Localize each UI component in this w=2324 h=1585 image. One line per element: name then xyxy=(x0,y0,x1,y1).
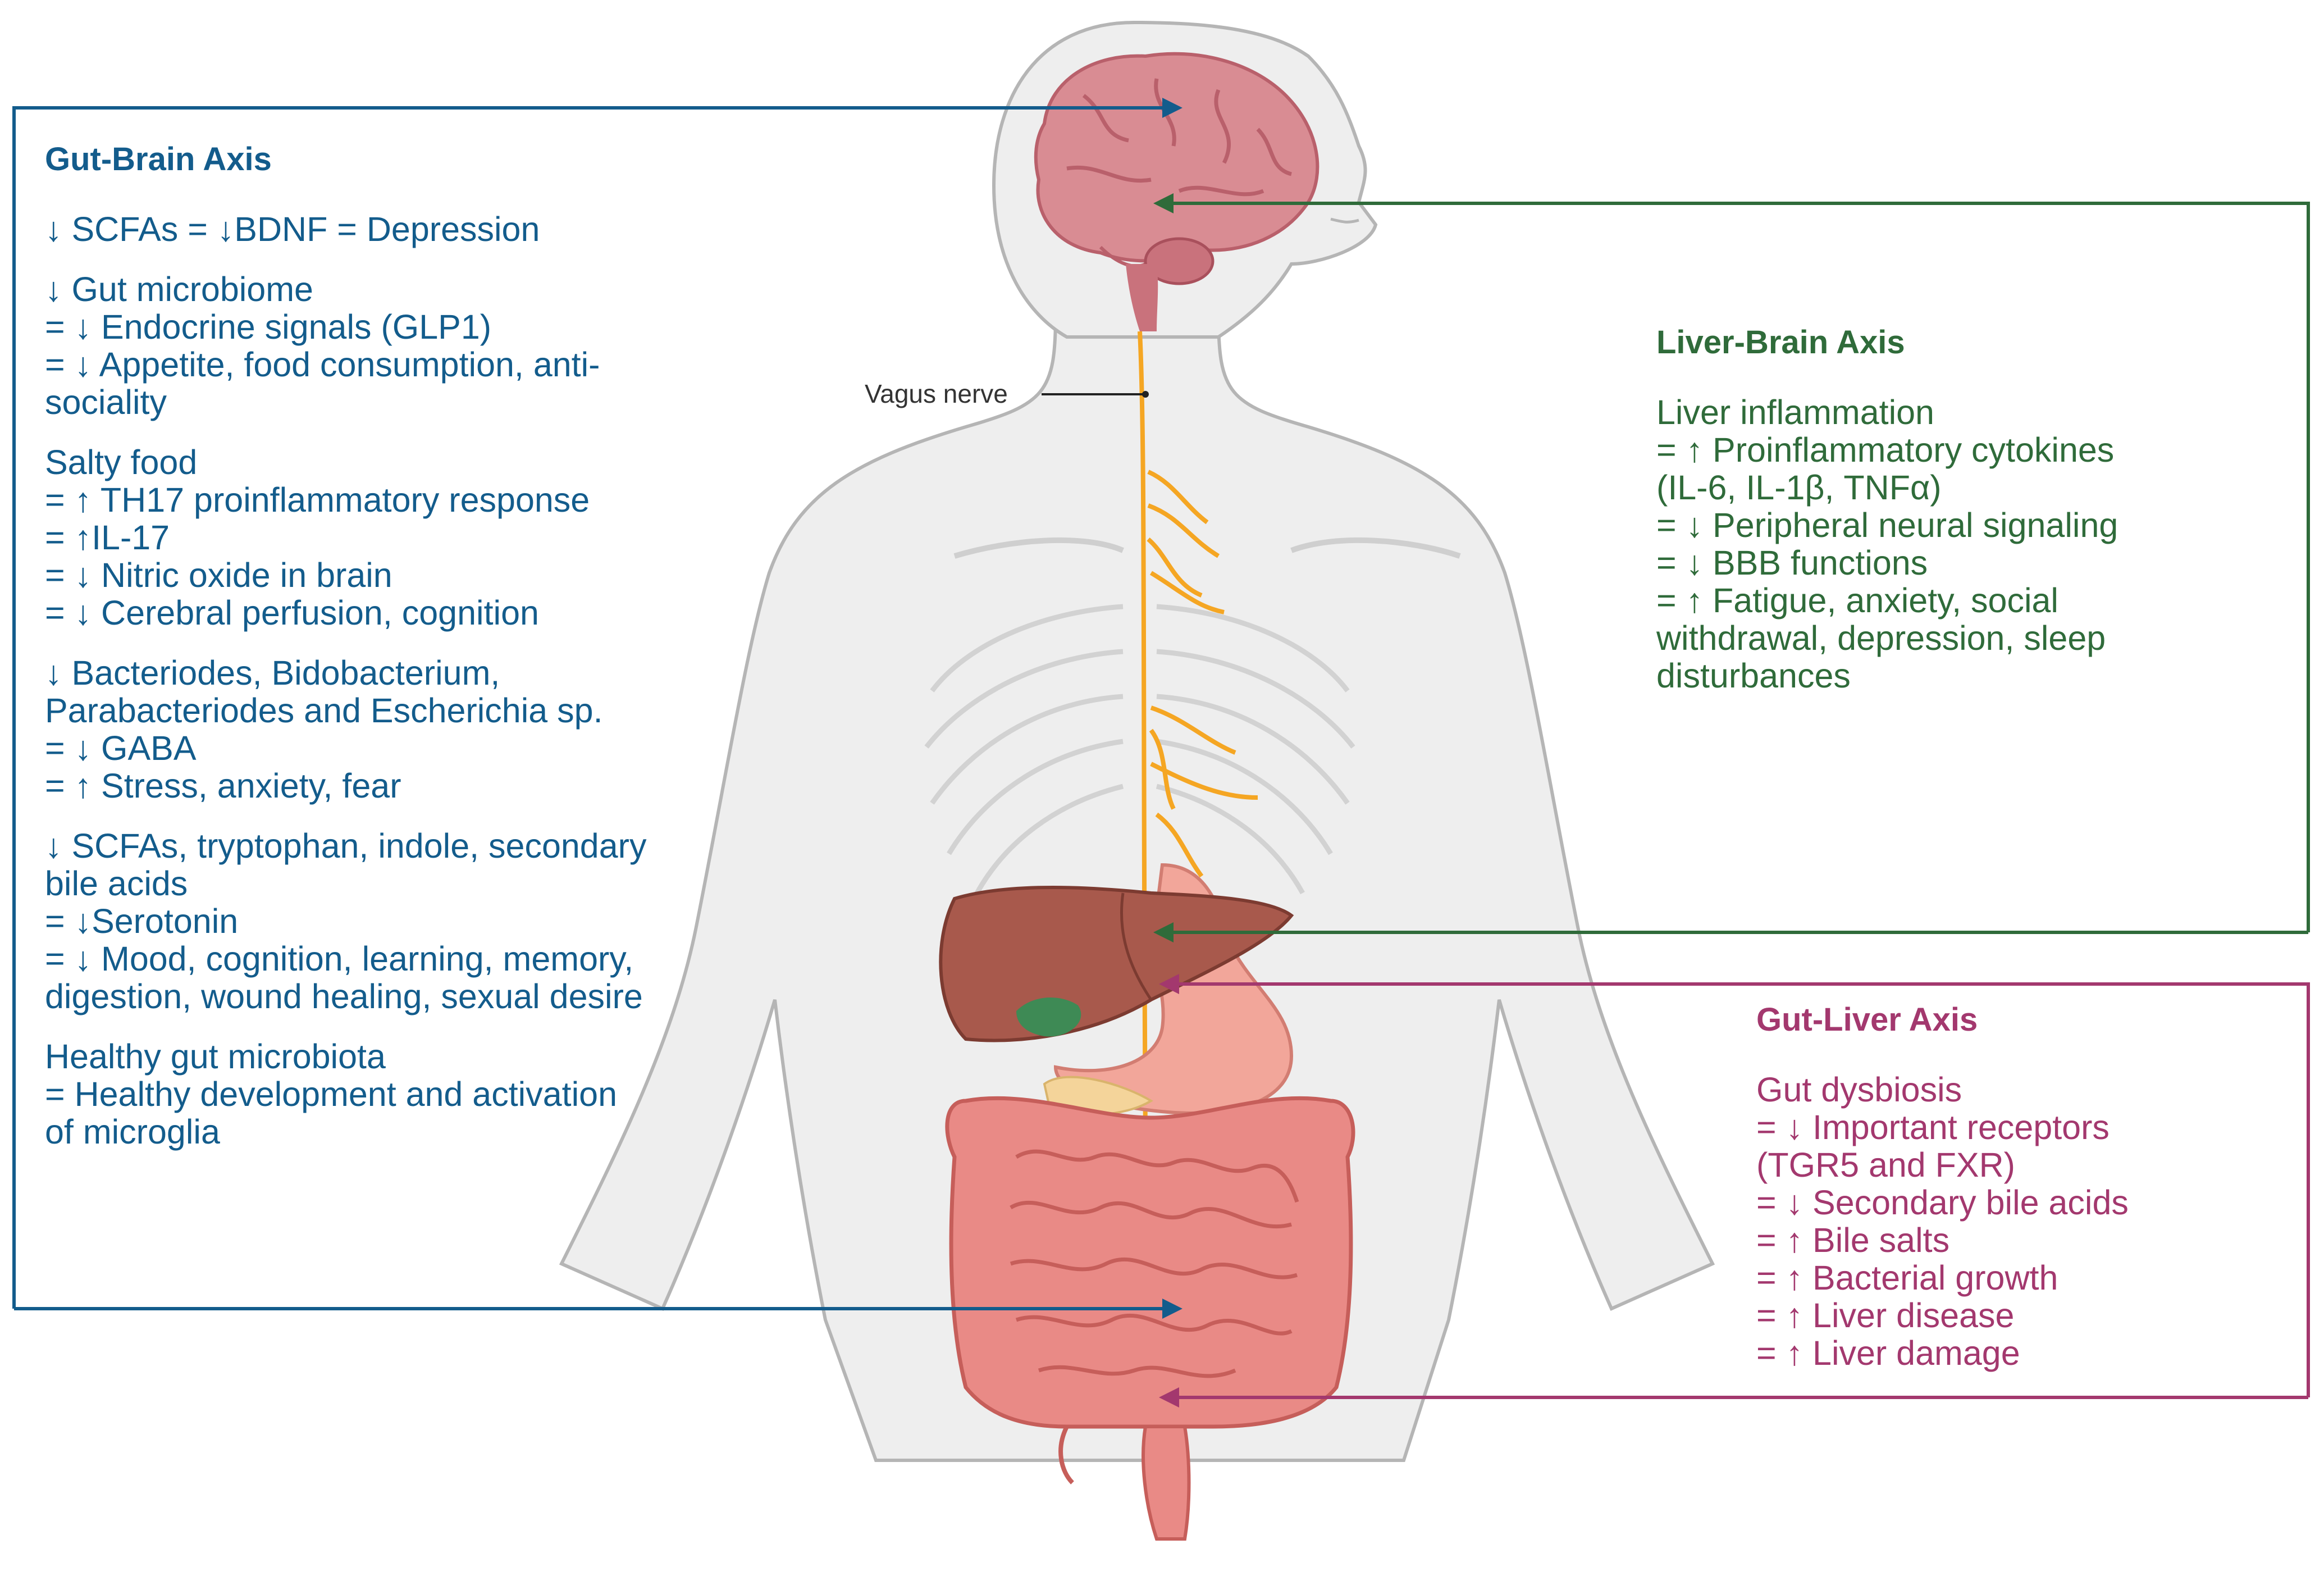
text-line: = ↓ Endocrine signals (GLP1) xyxy=(45,308,492,346)
text-line: sociality xyxy=(45,383,167,421)
text-line: = Healthy development and activation xyxy=(45,1075,618,1113)
text-line: = ↓ Appetite, food consumption, anti- xyxy=(45,345,600,384)
liver-brain-axis-title: Liver-Brain Axis xyxy=(1656,324,1905,361)
liver-brain-axis-blocks: Liver inflammation= ↑ Proinflammatory cy… xyxy=(1656,394,2118,695)
text-line: = ↓ Nitric oxide in brain xyxy=(45,556,392,594)
text-line: = ↓ Mood, cognition, learning, memory, xyxy=(45,940,634,978)
text-line: = ↑ Liver damage xyxy=(1756,1334,2020,1372)
text-line: disturbances xyxy=(1656,657,1851,695)
text-line: = ↑ Stress, anxiety, fear xyxy=(45,767,401,805)
text-line: ↓ SCFAs = ↓BDNF = Depression xyxy=(45,210,540,248)
text-block: Gut dysbiosis= ↓ Important receptors(TGR… xyxy=(1756,1071,2129,1372)
text-line: Healthy gut microbiota xyxy=(45,1037,386,1076)
text-line: ↓ Gut microbiome xyxy=(45,270,313,308)
text-line: = ↑IL-17 xyxy=(45,518,170,557)
gallbladder-icon xyxy=(1016,998,1081,1037)
text-line: = ↓ Important receptors xyxy=(1756,1108,2110,1146)
text-line: = ↑ Fatigue, anxiety, social xyxy=(1656,581,2058,620)
liver-icon xyxy=(939,886,1294,1042)
torso-shape xyxy=(559,313,1715,1462)
text-block: ↓ Gut microbiome= ↓ Endocrine signals (G… xyxy=(45,271,646,421)
intestine-icon xyxy=(945,1096,1355,1541)
gut-liver-axis-panel: Gut-Liver Axis Gut dysbiosis= ↓ Importan… xyxy=(1756,1001,2129,1395)
liver-brain-arrow-to-brain xyxy=(1153,193,2310,932)
vagus-nerve-label: Vagus nerve xyxy=(865,379,1008,408)
text-line: = ↓ Peripheral neural signaling xyxy=(1656,506,2118,544)
text-block: ↓ Bacteriodes, Bidobacterium,Parabacteri… xyxy=(45,654,646,805)
gut-brain-axis-title: Gut-Brain Axis xyxy=(45,141,272,177)
liver-ligament xyxy=(1120,892,1153,1001)
text-line: digestion, wound healing, sexual desire xyxy=(45,977,643,1015)
gut-brain-axis-blocks: ↓ SCFAs = ↓BDNF = Depression ↓ Gut microb… xyxy=(45,211,646,1151)
gut-liver-arrow-to-liver xyxy=(1159,974,2310,1397)
gut-liver-axis-title: Gut-Liver Axis xyxy=(1756,1001,1978,1038)
ribcage xyxy=(924,604,1355,895)
face-eye xyxy=(1330,217,1359,224)
text-line: = ↓ Secondary bile acids xyxy=(1756,1183,2129,1222)
liver-brain-axis-panel: Liver-Brain Axis Liver inflammation= ↑ P… xyxy=(1656,324,2118,717)
text-line: ↓ Bacteriodes, Bidobacterium, xyxy=(45,654,500,692)
text-line: (TGR5 and FXR) xyxy=(1756,1146,2015,1184)
text-block: ↓ SCFAs = ↓BDNF = Depression xyxy=(45,211,646,248)
gut-liver-axis-blocks: Gut dysbiosis= ↓ Important receptors(TGR… xyxy=(1756,1071,2129,1372)
text-line: = ↓ GABA xyxy=(45,729,197,767)
collarbones xyxy=(953,537,1461,559)
text-line: = ↑ Proinflammatory cytokines xyxy=(1656,431,2115,469)
text-line: (IL-6, IL-1β, TNFα) xyxy=(1656,468,1942,507)
text-line: Liver inflammation xyxy=(1656,393,1934,431)
text-line: = ↑ Liver disease xyxy=(1756,1296,2015,1335)
text-line: withdrawal, depression, sleep xyxy=(1656,619,2106,657)
text-line: = ↓ Cerebral perfusion, cognition xyxy=(45,594,539,632)
text-line: = ↑ TH17 proinflammatory response xyxy=(45,481,590,519)
text-line: of microglia xyxy=(45,1113,220,1151)
text-line: Gut dysbiosis xyxy=(1756,1071,1962,1109)
text-line: Parabacteriodes and Escherichia sp. xyxy=(45,691,603,730)
text-line: ↓ SCFAs, tryptophan, indole, secondary xyxy=(45,827,647,865)
text-line: = ↓Serotonin xyxy=(45,902,239,940)
text-line: = ↓ BBB functions xyxy=(1656,544,1928,582)
text-block: Salty food= ↑ TH17 proinflammatory respo… xyxy=(45,444,646,632)
text-line: Salty food xyxy=(45,443,198,481)
text-line: = ↑ Bile salts xyxy=(1756,1221,1950,1259)
text-line: = ↑ Bacterial growth xyxy=(1756,1259,2058,1297)
text-block: Healthy gut microbiota= Healthy developm… xyxy=(45,1038,646,1151)
gut-brain-axis-panel: Gut-Brain Axis ↓ SCFAs = ↓BDNF = Depress… xyxy=(45,140,646,1173)
gut-brain-arrow-to-brain xyxy=(12,98,1182,1309)
text-block: Liver inflammation= ↑ Proinflammatory cy… xyxy=(1656,394,2118,695)
text-line: bile acids xyxy=(45,864,188,903)
